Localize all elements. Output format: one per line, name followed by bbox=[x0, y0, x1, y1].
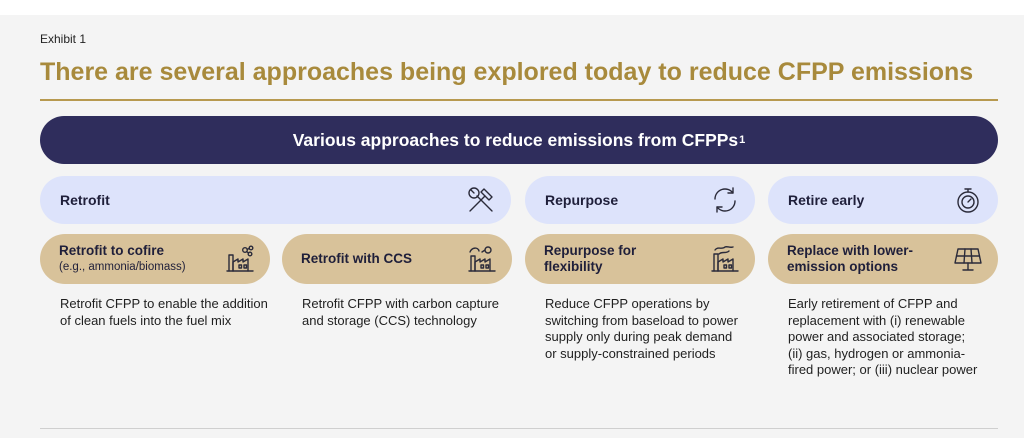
category-repurpose: Repurpose bbox=[525, 176, 755, 224]
approach-replace-lower-emission: Replace with lower-emission options bbox=[768, 234, 998, 284]
page-title: There are several approaches being explo… bbox=[40, 58, 974, 86]
bottom-divider bbox=[40, 428, 998, 429]
approach-title: Retrofit to cofire (e.g., ammonia/biomas… bbox=[59, 243, 186, 275]
approach-retrofit-ccs: Retrofit with CCS bbox=[282, 234, 512, 284]
approach-title: Repurpose for flexibility bbox=[544, 243, 637, 274]
banner-text: Various approaches to reduce emissions f… bbox=[292, 129, 739, 150]
category-retrofit: Retrofit bbox=[40, 176, 511, 224]
factory-smoke-icon bbox=[711, 246, 739, 272]
approach-title: Replace with lower-emission options bbox=[787, 243, 914, 274]
approach-note: (e.g., ammonia/biomass) bbox=[59, 261, 186, 273]
approach-repurpose-flexibility: Repurpose for flexibility bbox=[525, 234, 755, 284]
category-label: Retire early bbox=[788, 192, 865, 208]
category-label: Retrofit bbox=[60, 192, 110, 208]
solar-panel-icon bbox=[954, 248, 982, 271]
approach-description: Reduce CFPP operations by switching from… bbox=[545, 296, 738, 361]
approach-retrofit-cofire: Retrofit to cofire (e.g., ammonia/biomas… bbox=[40, 234, 270, 284]
title-divider bbox=[40, 99, 998, 101]
approach-description: Retrofit CFPP to enable the addition of … bbox=[60, 296, 268, 328]
approach-description: Retrofit CFPP with carbon capture and st… bbox=[302, 296, 500, 328]
exhibit-label: Exhibit 1 bbox=[40, 32, 87, 46]
stopwatch-icon bbox=[957, 188, 979, 213]
category-retire-early: Retire early bbox=[768, 176, 998, 224]
cycle-arrows-icon bbox=[714, 187, 736, 213]
factory-capture-icon bbox=[468, 246, 496, 272]
banner-footnote: 1 bbox=[739, 134, 746, 146]
approaches-banner: Various approaches to reduce emissions f… bbox=[40, 116, 998, 164]
category-label: Repurpose bbox=[545, 192, 619, 208]
hammer-wrench-icon bbox=[468, 187, 493, 212]
approach-description: Early retirement of CFPP and replacement… bbox=[788, 296, 978, 377]
approach-title-text: Retrofit with CCS bbox=[301, 251, 412, 266]
approach-title: Retrofit with CCS bbox=[301, 251, 412, 267]
factory-molecule-icon bbox=[226, 245, 254, 272]
approach-title-text: Retrofit to cofire bbox=[59, 243, 165, 258]
exhibit-panel bbox=[0, 15, 1024, 438]
